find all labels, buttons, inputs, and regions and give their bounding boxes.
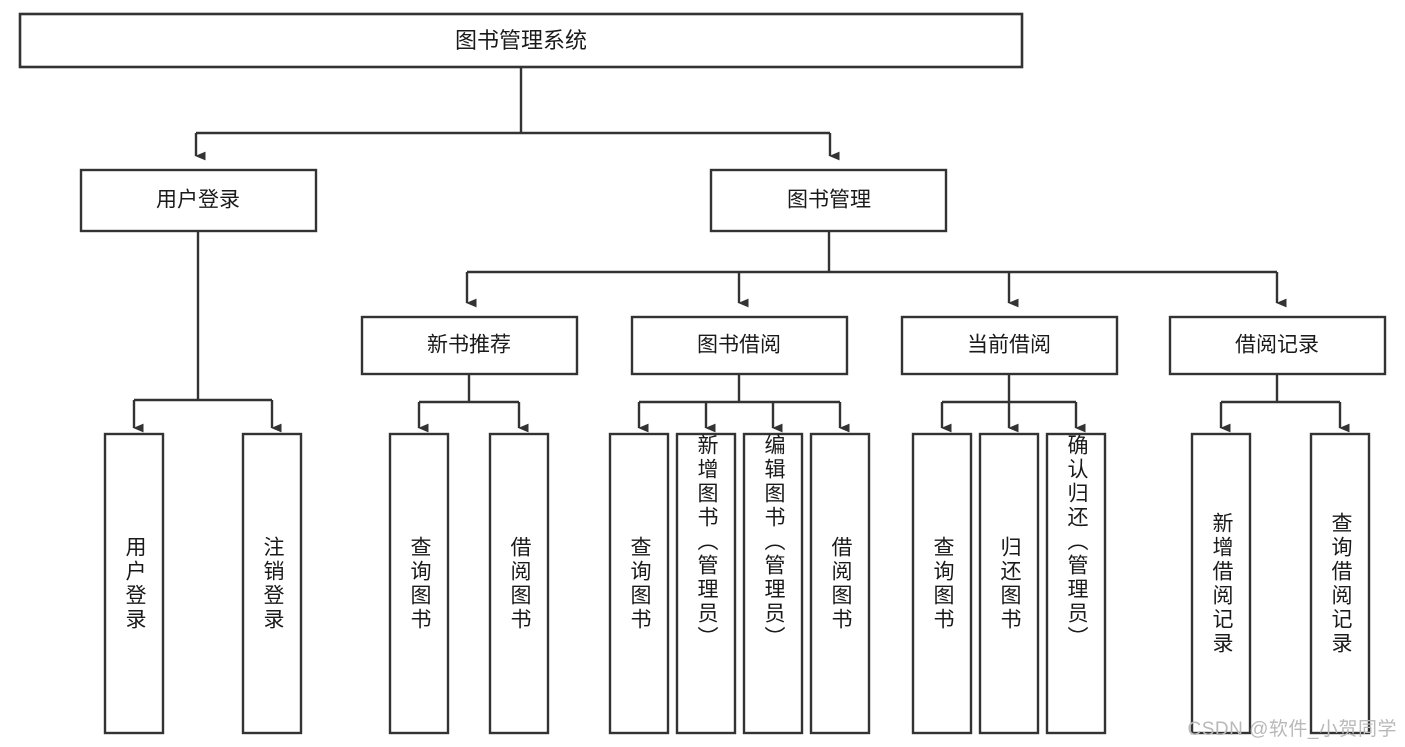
leaf-rects <box>103 432 1371 735</box>
leaf-box[interactable] <box>675 432 737 735</box>
leaf-box[interactable] <box>1045 432 1107 735</box>
edge-root-to-level2 <box>194 67 840 161</box>
watermark: CSDN @软件_小贺同学 <box>1187 719 1397 740</box>
node-user-login[interactable]: 用户登录 <box>79 168 318 233</box>
leaf-box[interactable] <box>742 432 804 735</box>
node-current-borrow[interactable]: 当前借阅 <box>900 315 1119 376</box>
edge-newbook-to-leaves <box>417 374 529 433</box>
node-root[interactable]: 图书管理系统 <box>18 12 1024 69</box>
node-borrow-record-label: 借阅记录 <box>1235 334 1319 357</box>
edge-currentborrow-to-leaves <box>940 374 1086 433</box>
node-root-label: 图书管理系统 <box>455 28 587 53</box>
node-user-login-label: 用户登录 <box>156 189 240 212</box>
leaf-box[interactable] <box>388 432 450 735</box>
leaf-box[interactable] <box>241 432 303 735</box>
edge-bookborrow-to-leaves <box>637 374 850 433</box>
leaf-box[interactable] <box>488 432 550 735</box>
leaf-box[interactable] <box>1190 432 1252 735</box>
node-book-manage-label: 图书管理 <box>787 189 871 212</box>
node-new-book-recommend[interactable]: 新书推荐 <box>360 315 579 376</box>
node-new-book-recommend-label: 新书推荐 <box>427 334 511 357</box>
edge-userlogin-to-leaves <box>132 231 282 433</box>
node-borrow-record[interactable]: 借阅记录 <box>1168 315 1387 376</box>
leaf-box[interactable] <box>608 432 670 735</box>
edge-borrowrecord-to-leaves <box>1219 374 1350 433</box>
node-book-manage[interactable]: 图书管理 <box>709 168 948 233</box>
leaf-box[interactable] <box>1309 432 1371 735</box>
leaf-box[interactable] <box>911 432 973 735</box>
node-book-borrow[interactable]: 图书借阅 <box>630 315 849 376</box>
node-current-borrow-label: 当前借阅 <box>967 334 1051 357</box>
node-book-borrow-label: 图书借阅 <box>697 334 781 357</box>
leaf-box[interactable] <box>978 432 1040 735</box>
edge-bookmanage-to-level3 <box>465 231 1287 308</box>
leaf-box[interactable] <box>103 432 165 735</box>
leaf-box[interactable] <box>809 432 871 735</box>
